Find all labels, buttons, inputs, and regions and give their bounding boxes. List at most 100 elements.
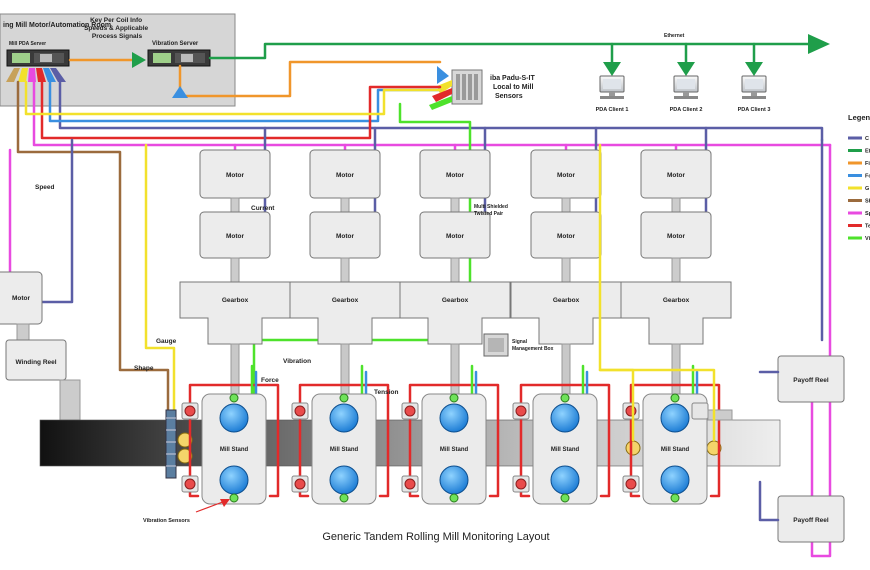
mill-stand-label: Mill Stand: [661, 447, 690, 453]
twisted-pair-line-2: Twisted Pair: [474, 211, 503, 217]
pda-client-3-label: PDA Client 3: [738, 107, 771, 113]
legend-label: Sh: [865, 199, 870, 205]
pda-client-2-label: PDA Client 2: [670, 107, 703, 113]
motor-top-3[interactable]: Motor: [419, 149, 491, 199]
payoff-reel-1[interactable]: Payoff Reel: [777, 355, 845, 403]
mill-stand-1[interactable]: Mill Stand: [201, 393, 267, 505]
winding-reel[interactable]: Winding Reel: [5, 339, 67, 381]
legend-label: Vi: [865, 236, 870, 242]
force-label: Force: [261, 377, 279, 384]
mill-pda-server-label: Mill PDA Server: [9, 41, 46, 47]
gearbox-5[interactable]: Gearbox: [620, 281, 732, 345]
gearbox-2[interactable]: Gearbox: [289, 281, 401, 345]
gearbox-label: Gearbox: [442, 297, 469, 304]
pda-client-2[interactable]: PDA Client 2: [670, 75, 703, 113]
signal-box-label: Signal Management Box: [512, 339, 554, 352]
motor-label: Motor: [226, 233, 245, 240]
signal-management-box[interactable]: Signal Management Box: [483, 333, 554, 357]
gearbox-1[interactable]: Gearbox: [179, 281, 291, 345]
roller-box: [691, 402, 709, 420]
pda-clients: PDA Client 1 PDA Client 2 PDA Client 3: [596, 75, 771, 113]
vibration-sensors-label: Vibration Sensors: [143, 518, 190, 524]
left-section: Speed Motor Winding Reel Gauge Shape: [0, 138, 188, 442]
legend-label: Fo: [865, 174, 870, 180]
connector-fan: [6, 68, 66, 82]
motor-label: Motor: [667, 172, 686, 179]
iba-padu-line-1: iba Padu-S-IT: [490, 75, 535, 82]
vibration-server[interactable]: [147, 49, 211, 67]
room-note-line-3: Process Signals: [92, 33, 143, 40]
mill-stand-2[interactable]: Mill Stand: [311, 393, 377, 505]
mill-stand-5[interactable]: Mill Stand: [642, 393, 708, 505]
signal-box-line-2: Management Box: [512, 346, 554, 352]
legend-label: Te: [865, 224, 870, 230]
pda-client-3[interactable]: PDA Client 3: [738, 75, 771, 113]
legend-label: Et: [865, 149, 870, 155]
room-title: ing Mill Motor/Automation Room: [3, 22, 111, 29]
motor-label: Motor: [446, 172, 465, 179]
pda-client-1[interactable]: PDA Client 1: [596, 75, 629, 113]
motor-label: Motor: [226, 172, 245, 179]
motor-label: Motor: [446, 233, 465, 240]
left-motor[interactable]: Motor: [0, 271, 43, 325]
motor-bottom-3[interactable]: Motor: [419, 211, 491, 259]
ethernet-label: Ethernet: [664, 33, 685, 39]
motor-label: Motor: [667, 233, 686, 240]
signal-box-line-1: Signal: [512, 339, 528, 345]
gearbox-label: Gearbox: [332, 297, 359, 304]
legend-label: G: [865, 186, 869, 192]
vibration-server-label: Vibration Server: [152, 41, 199, 47]
mill-stand-label: Mill Stand: [330, 447, 359, 453]
motor-label: Motor: [557, 172, 576, 179]
gearbox-3[interactable]: Gearbox: [399, 281, 511, 345]
twisted-pair-line-1: Multi Shielded: [474, 204, 508, 210]
left-motor-label: Motor: [12, 295, 31, 302]
room-note-line-1: Key Per Coil Info: [90, 17, 142, 24]
vibration-sensors-callout: Vibration Sensors: [143, 499, 230, 524]
iba-padu-line-2: Local to Mill: [493, 84, 534, 91]
speed-label: Speed: [35, 184, 55, 191]
iba-padu-unit[interactable]: iba Padu-S-IT Local to Mill Sensors: [429, 69, 537, 110]
room-note-line-2: Speeds & Applicable: [84, 25, 148, 32]
gearbox-label: Gearbox: [553, 297, 580, 304]
winding-reel-label: Winding Reel: [15, 359, 56, 366]
legend: Legend CEtFiFoGShSpTeVi: [848, 113, 870, 242]
motor-bottom-4[interactable]: Motor: [530, 211, 602, 259]
motor-top-4[interactable]: Motor: [530, 149, 602, 199]
pda-client-1-label: PDA Client 1: [596, 107, 629, 113]
gearbox-label: Gearbox: [222, 297, 249, 304]
mill-stand-3[interactable]: Mill Stand: [421, 393, 487, 505]
iba-padu-line-3: Sensors: [495, 93, 523, 100]
mill-stand-label: Mill Stand: [440, 447, 469, 453]
mill-pda-server[interactable]: [6, 49, 70, 67]
network-wires: Ethernet: [68, 33, 830, 98]
payoff-reel-2[interactable]: Payoff Reel: [777, 495, 845, 543]
current-label: Current: [251, 205, 275, 212]
motor-top-2[interactable]: Motor: [309, 149, 381, 199]
shape-label: Shape: [134, 365, 154, 372]
automation-room: ing Mill Motor/Automation Room Key Per C…: [0, 13, 236, 107]
payoff-reel-1-label: Payoff Reel: [793, 377, 829, 384]
motor-label: Motor: [336, 233, 355, 240]
vibration-label: Vibration: [283, 358, 311, 365]
gearbox-label: Gearbox: [663, 297, 690, 304]
gauge-label: Gauge: [156, 338, 177, 345]
motor-bottom-2[interactable]: Motor: [309, 211, 381, 259]
motor-bottom-1[interactable]: Motor: [199, 211, 271, 259]
gearbox-4[interactable]: Gearbox: [510, 281, 622, 345]
motor-top-5[interactable]: Motor: [640, 149, 712, 199]
room-note: Key Per Coil Info Speeds & Applicable Pr…: [84, 17, 150, 40]
motor-label: Motor: [336, 172, 355, 179]
mill-stand-label: Mill Stand: [551, 447, 580, 453]
motor-label: Motor: [557, 233, 576, 240]
motor-bottom-5[interactable]: Motor: [640, 211, 712, 259]
legend-label: Sp: [865, 211, 870, 217]
payoff-section: Payoff Reel Payoff Reel: [758, 138, 845, 558]
mill-stand-4[interactable]: Mill Stand: [532, 393, 598, 505]
motor-top-1[interactable]: Motor: [199, 149, 271, 199]
